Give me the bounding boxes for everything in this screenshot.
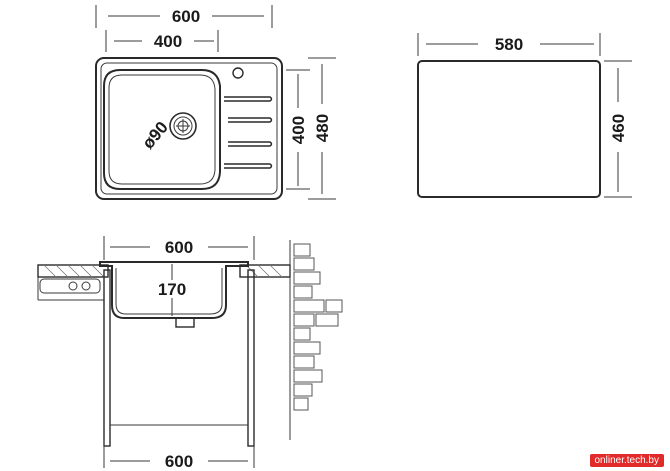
- dim-section-width-top: 600: [103, 236, 255, 260]
- section-view: 600 170 600: [37, 236, 343, 471]
- svg-text:600: 600: [165, 238, 193, 257]
- dim-section-width-bottom: 600: [103, 440, 255, 471]
- cutout-view: 580 460: [417, 33, 632, 198]
- dim-section-depth: 170: [158, 264, 186, 316]
- svg-text:480: 480: [313, 114, 332, 142]
- svg-text:170: 170: [158, 280, 186, 299]
- svg-text:400: 400: [289, 116, 308, 144]
- top-view: ø90 600 400 400: [95, 5, 336, 200]
- svg-text:600: 600: [165, 452, 193, 471]
- svg-text:600: 600: [172, 7, 200, 26]
- tap-hole-icon: [232, 67, 244, 79]
- sink-section-outline: [99, 261, 249, 319]
- dim-cutout-width: 580: [417, 33, 601, 56]
- dim-cutout-height: 460: [604, 60, 632, 198]
- svg-text:400: 400: [154, 32, 182, 51]
- cutout-outline: [417, 60, 601, 198]
- dim-top-height-bowl: 400: [286, 69, 310, 190]
- drainer-grooves: [224, 96, 273, 169]
- watermark-badge: onliner.tech.by: [589, 454, 664, 467]
- brick-wall: [289, 240, 343, 440]
- dim-top-width-outer: 600: [95, 5, 273, 28]
- dim-top-height-outer: 480: [308, 57, 336, 200]
- sink-section-inner: [115, 268, 223, 315]
- drain-diameter-label: ø90: [139, 118, 172, 153]
- svg-text:460: 460: [609, 114, 628, 142]
- drain-icon: [169, 112, 197, 140]
- cabinet-left-panel: [37, 269, 111, 447]
- countertop-left: [37, 264, 109, 278]
- dim-top-width-bowl: 400: [105, 30, 219, 52]
- sink-rim-inner-line: [100, 62, 278, 195]
- svg-text:580: 580: [495, 35, 523, 54]
- drain-outlet-section: [175, 317, 195, 328]
- sink-bowl-outline: [103, 69, 221, 190]
- sink-outer-rim: [95, 57, 283, 200]
- sink-bowl-inner-outline: [108, 74, 216, 185]
- cabinet-right-panel: [247, 269, 255, 447]
